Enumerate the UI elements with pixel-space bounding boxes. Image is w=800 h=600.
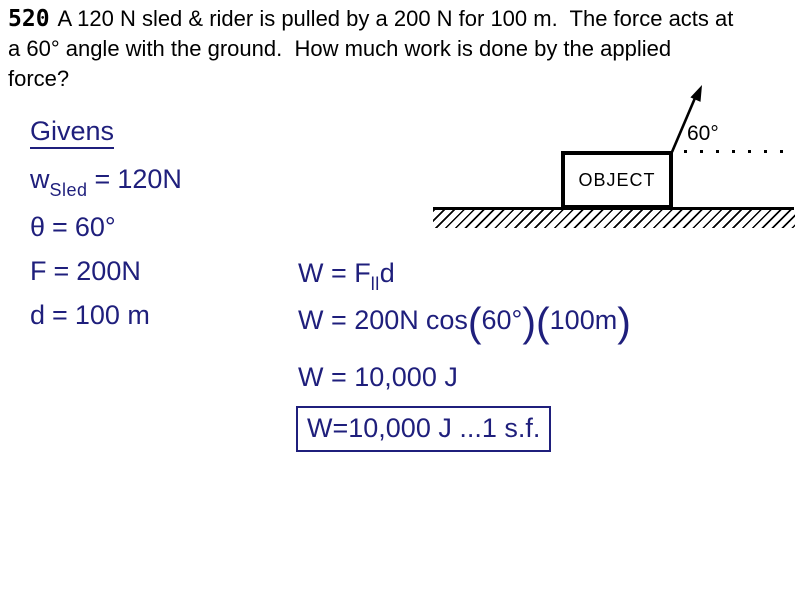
object-box: OBJECT	[561, 151, 673, 209]
work-formula-post: d	[379, 258, 395, 288]
work-formula: W = Flld	[298, 256, 395, 294]
given-force-symbol: F	[30, 256, 47, 286]
problem-statement: 520 A 120 N sled & rider is pulled by a 2…	[8, 4, 796, 94]
horizontal-reference-dotted-line	[684, 150, 796, 153]
given-force: F=200N	[30, 254, 141, 288]
given-angle-symbol: θ	[30, 212, 46, 242]
right-paren: )	[522, 299, 536, 345]
equals-sign: =	[53, 256, 70, 286]
equals-sign: =	[52, 212, 68, 242]
problem-text-line-1: A 120 N sled & rider is pulled by a 200 …	[57, 6, 734, 31]
cosine-function: cos	[425, 305, 468, 335]
force-arrow-shaft	[670, 97, 697, 153]
work-substitution-pre: W = 200N	[298, 305, 419, 335]
right-paren: )	[617, 299, 631, 345]
left-paren: (	[467, 299, 482, 345]
final-answer-text: W=10,000 J ...1 s.f.	[307, 413, 541, 443]
angle-argument: 60°	[481, 305, 523, 335]
problem-line-1: 520 A 120 N sled & rider is pulled by a 2…	[8, 4, 796, 34]
work-result: W = 10,000 J	[298, 362, 458, 392]
given-distance: d=100 m	[30, 298, 150, 332]
parallel-subscript: ll	[370, 274, 380, 294]
left-paren: (	[536, 299, 550, 345]
work-formula-pre: W = F	[298, 258, 371, 288]
ground-hatch	[433, 210, 795, 228]
force-arrowhead	[690, 85, 702, 102]
distance-argument: 100m	[549, 305, 618, 335]
givens-heading: Givens	[30, 114, 115, 149]
given-weight: wSled =120N	[30, 162, 182, 200]
given-angle: θ=60°	[30, 210, 116, 244]
given-distance-symbol: d	[30, 300, 46, 330]
given-distance-value: 100 m	[74, 300, 150, 330]
problem-number: 520	[8, 6, 50, 32]
object-label: OBJECT	[578, 169, 656, 190]
problem-text-line-2: a 60° angle with the ground. How much wo…	[8, 36, 672, 61]
diagram-angle-label: 60°	[687, 122, 719, 145]
equals-sign: =	[94, 164, 111, 194]
given-weight-subscript: Sled	[49, 180, 88, 200]
equals-sign: =	[52, 300, 68, 330]
given-angle-value: 60°	[74, 212, 116, 242]
problem-text-line-3: force?	[8, 66, 70, 91]
force-arrow-icon	[670, 85, 702, 153]
given-force-value: 200N	[76, 256, 141, 286]
given-weight-value: 120N	[117, 164, 182, 194]
final-answer-box: W=10,000 J ...1 s.f.	[296, 406, 552, 452]
given-weight-symbol: w	[30, 164, 50, 194]
